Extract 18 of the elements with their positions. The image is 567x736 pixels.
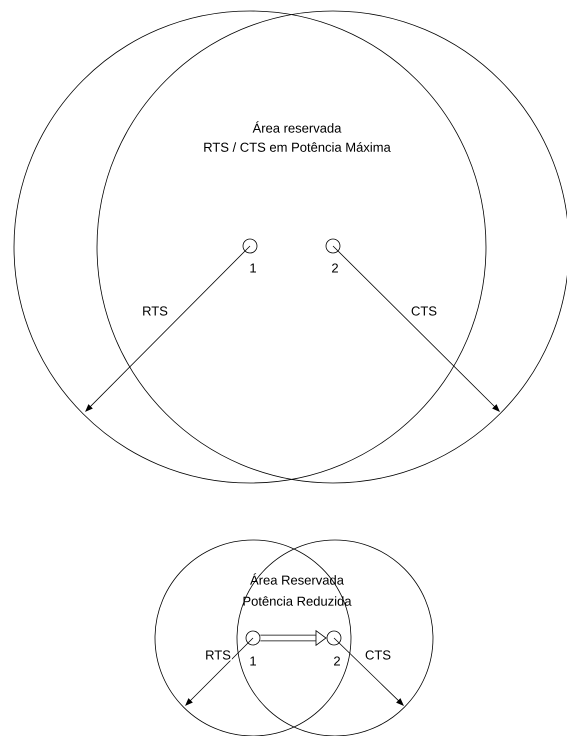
- station-number: 2: [334, 656, 340, 666]
- arrow: [185, 638, 254, 706]
- station-circle: [246, 630, 260, 646]
- edge-label: CTS: [364, 649, 392, 661]
- station-number: 1: [250, 656, 256, 666]
- station-number: 2: [332, 263, 338, 273]
- edge-label: RTS: [204, 649, 232, 661]
- station-number: 1: [250, 264, 256, 272]
- arrow: [332, 246, 500, 412]
- edge-label: RTS: [141, 305, 169, 317]
- area-label: RTS / CTS em Potência Máxima: [204, 142, 391, 152]
- station-circle: [326, 630, 342, 646]
- arrow: [334, 638, 404, 706]
- station-circle: [242, 238, 258, 254]
- edge-label: CTS: [410, 305, 438, 317]
- area-label: Área reservada: [252, 121, 342, 133]
- arrow: [85, 246, 250, 412]
- station-circle: [326, 238, 340, 254]
